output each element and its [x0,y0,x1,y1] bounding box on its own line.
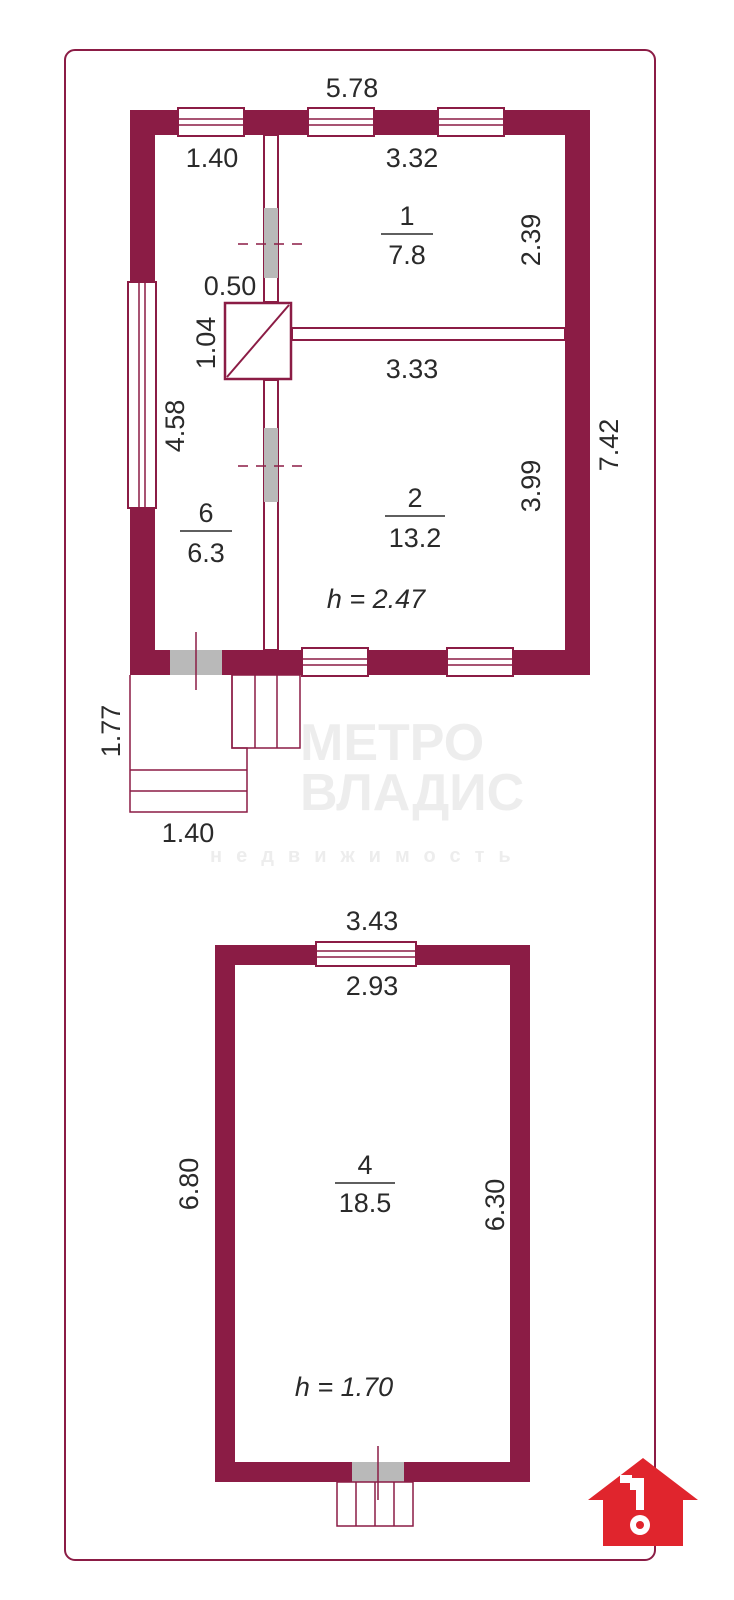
room-6-label: 6 6.3 [180,498,232,568]
interior-partition-horizontal [291,327,566,341]
interior-door [238,428,304,502]
dim-room2-height: 3.99 [516,460,546,513]
dim-top-inner-segment: 3.32 [386,143,439,173]
dim-stove-width: 0.50 [204,271,257,301]
dim-top-length: 5.78 [326,73,379,103]
window [307,107,375,137]
room-area: 18.5 [339,1188,392,1218]
outbuilding-steps [336,1481,414,1527]
house-ceiling-height: h = 2.47 [327,584,426,614]
outbuilding: 3.43 2.93 6.80 6.30 4 18.5 h = 1.70 [174,906,530,1527]
watermark-line1: МЕТРО [300,714,484,772]
outbuilding-ceiling-height: h = 1.70 [295,1372,393,1402]
house-key-icon [588,1458,698,1546]
room-area: 7.8 [388,240,426,270]
window [446,647,514,677]
room-number: 1 [399,201,414,231]
watermark-line2: ВЛАДИС [300,764,524,822]
window [301,647,369,677]
porch: 1.77 1.40 [96,674,301,848]
dim-porch-width: 1.40 [162,818,215,848]
dim-left-length: 6.80 [174,1158,204,1211]
outbuilding-right-wall [510,945,530,1482]
room-4-label: 4 18.5 [335,1150,395,1218]
window [437,107,505,137]
dim-right-length: 7.42 [594,419,624,472]
dim-top-left-segment: 1.40 [186,143,239,173]
room-number: 6 [198,498,213,528]
stove [223,301,293,381]
dim-outer-width: 3.43 [346,906,399,936]
room-area: 6.3 [187,538,225,568]
house: 5.78 1.40 3.32 0.50 3.33 7.42 2.39 3.99 … [127,73,624,690]
house-right-wall [565,110,590,675]
porch-steps-lower [129,675,248,813]
porch-steps-right [231,674,301,749]
interior-door [238,208,304,278]
room-number: 2 [407,483,422,513]
watermark-line3: недвижимость [210,845,525,867]
plot-outline [64,49,656,1561]
dim-right-length: 6.30 [480,1179,510,1232]
dim-inner-width: 2.93 [346,971,399,1001]
room-area: 13.2 [389,523,442,553]
outbuilding-left-wall [215,945,235,1482]
dim-room1-height: 2.39 [516,214,546,267]
watermark: МЕТРО ВЛАДИС недвижимость [210,714,525,867]
dim-porch-height: 1.77 [96,705,126,758]
dim-partition-length: 3.33 [386,354,439,384]
dim-stove-length: 1.04 [191,317,221,370]
room-number: 4 [357,1150,372,1180]
room-1-label: 1 7.8 [381,201,433,270]
window [315,941,417,967]
window [127,281,157,509]
dim-left-window-length: 4.58 [160,400,190,453]
room-2-label: 2 13.2 [385,483,445,553]
window [177,107,245,137]
